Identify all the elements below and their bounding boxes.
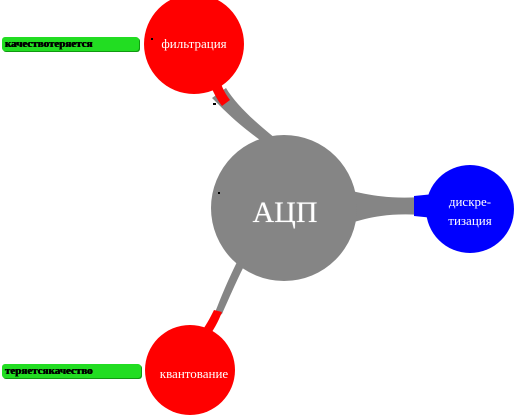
mark-1: [213, 103, 216, 105]
center-node: [211, 135, 357, 281]
connector-filtration: [212, 88, 290, 150]
mark-2: [218, 192, 220, 194]
filtration-node: [144, 0, 244, 94]
mark-3: [151, 38, 153, 40]
connector-quantization: [212, 260, 246, 320]
tag-quality-lost-bottom: теряетсякачество: [2, 364, 141, 378]
connector-discretization: [348, 190, 432, 224]
tag-quality-lost-top: качествотеряется: [2, 37, 139, 51]
quantization-node: [145, 325, 235, 415]
discretization-node: [426, 165, 514, 253]
